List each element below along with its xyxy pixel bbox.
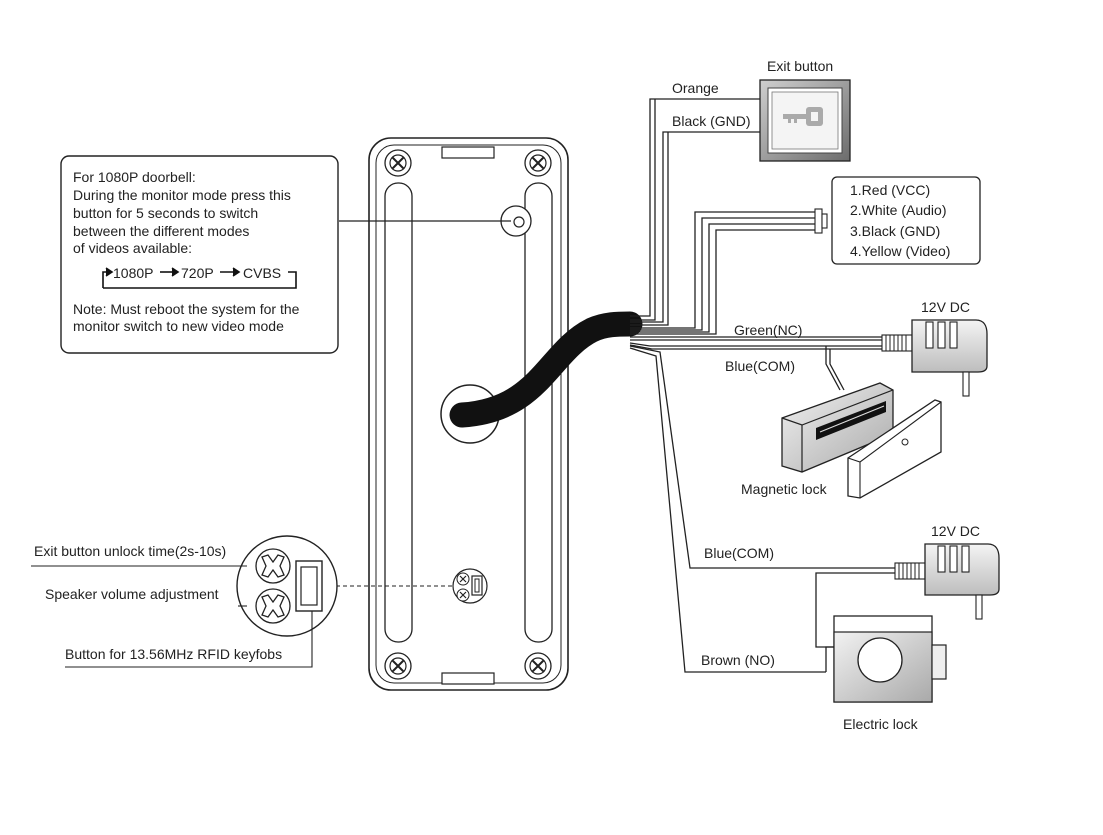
note-line-5: of videos available:	[73, 240, 192, 256]
pin-1-label: 1.Red (VCC)	[850, 182, 930, 198]
electric-lock-label: Electric lock	[843, 716, 919, 732]
wire-brown-no-label: Brown (NO)	[701, 652, 775, 668]
wire-orange-label: Orange	[672, 80, 719, 96]
wires	[629, 98, 895, 673]
pin-4-label: 4.Yellow (Video)	[850, 243, 950, 259]
unlock-time-adjuster-icon[interactable]	[255, 548, 291, 584]
note-line-4: between the different modes	[73, 223, 249, 239]
connector-pin-box: 1.Red (VCC) 2.White (Audio) 3.Black (GND…	[831, 176, 981, 265]
unlock-time-label: Exit button unlock time(2s-10s)	[34, 543, 226, 559]
power-adapter-2: 12V DC	[894, 523, 1000, 620]
screw-top-right	[524, 149, 552, 177]
electric-lock: Electric lock	[833, 615, 947, 732]
mode-1080p: 1080P	[113, 265, 153, 281]
magnetic-lock: Magnetic lock	[741, 382, 942, 499]
note-reboot-2: monitor switch to new video mode	[73, 318, 284, 334]
speaker-volume-label: Speaker volume adjustment	[45, 586, 219, 602]
note-line-1: For 1080P doorbell:	[73, 169, 196, 185]
pin-2-label: 2.White (Audio)	[850, 202, 946, 218]
main-cable	[449, 311, 643, 428]
pin-3-label: 3.Black (GND)	[850, 223, 940, 239]
rfid-button-label: Button for 13.56MHz RFID keyfobs	[65, 646, 282, 662]
exit-button-device: Exit button Orange Black (GND)	[672, 58, 851, 162]
screw-bottom-left	[384, 652, 412, 680]
adjustment-callout: Exit button unlock time(2s-10s) Speaker …	[31, 535, 452, 668]
exit-button-title: Exit button	[767, 58, 833, 74]
power-adapter-1: 12V DC	[881, 299, 988, 397]
mode-cvbs: CVBS	[243, 265, 281, 281]
note-reboot-1: Note: Must reboot the system for the	[73, 301, 300, 317]
screw-bottom-right	[524, 652, 552, 680]
wire-blue-com-1-label: Blue(COM)	[725, 358, 795, 374]
wire-black-gnd-label: Black (GND)	[672, 113, 751, 129]
power-2-label: 12V DC	[931, 523, 980, 539]
key-icon	[783, 107, 823, 126]
magnetic-lock-label: Magnetic lock	[741, 481, 828, 497]
screw-top-left	[384, 149, 412, 177]
connector-plug	[814, 208, 828, 234]
mode-720p: 720P	[181, 265, 214, 281]
power-1-label: 12V DC	[921, 299, 970, 315]
note-line-2: During the monitor mode press this	[73, 187, 291, 203]
mode-note-box: For 1080P doorbell: During the monitor m…	[60, 155, 339, 354]
wire-green-nc-label: Green(NC)	[734, 322, 802, 338]
rfid-button-icon[interactable]	[295, 560, 323, 612]
wire-blue-com-2-label: Blue(COM)	[704, 545, 774, 561]
panel-adjusters	[452, 568, 488, 604]
mode-cycle-arrows	[102, 267, 297, 289]
note-line-3: button for 5 seconds to switch	[73, 205, 258, 221]
speaker-volume-adjuster-icon[interactable]	[255, 588, 291, 624]
